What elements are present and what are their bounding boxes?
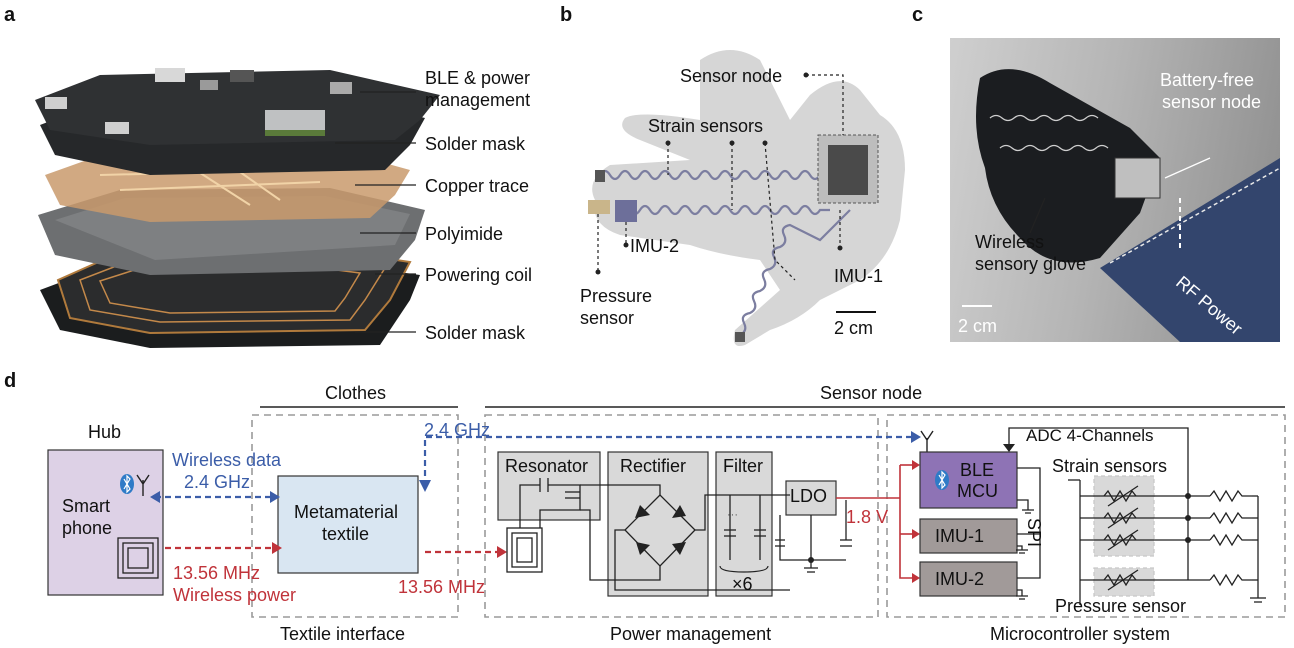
- group-textile-interface: [251, 414, 459, 618]
- caption-power-management: Power management: [610, 624, 772, 644]
- panel-label-a: a: [4, 4, 16, 26]
- antenna-icon-mcu: [920, 430, 934, 453]
- label-wireless-power: Wireless power: [173, 585, 297, 605]
- coil-icon-hub: [117, 537, 159, 579]
- strain-sensor-trace-3: [739, 209, 851, 336]
- scale-label-c: 2 cm: [958, 316, 998, 336]
- label-pressure-line1: Pressure: [580, 286, 653, 306]
- label-imu1: IMU-1: [834, 266, 883, 286]
- imu2-chip: [615, 200, 637, 222]
- metamaterial-box: [277, 475, 419, 574]
- resonator-box: [497, 451, 601, 521]
- label-adc: ADC 4-Channels: [1026, 426, 1154, 445]
- header-sensor-node: Sensor node: [820, 383, 923, 403]
- label-1-8v: 1.8 V: [846, 507, 889, 527]
- rectifier-box: [607, 451, 709, 597]
- label-pressure-sensor-d: Pressure sensor: [1055, 596, 1187, 616]
- label-smart-phone-line2: phone: [62, 518, 113, 538]
- label-battery-free-line1: Battery-free: [1160, 70, 1255, 90]
- label-mhz-left: 13.56 MHz: [173, 563, 261, 583]
- label-strain-sensors: Strain sensors: [648, 116, 764, 136]
- hub-box: [47, 449, 164, 596]
- scale-label-b: 2 cm: [834, 318, 874, 338]
- label-metamaterial-line1: Metamaterial: [294, 502, 399, 522]
- glove-shape: [976, 69, 1160, 263]
- battery-free-node: [1114, 157, 1161, 199]
- label-wireless-data: Wireless data: [172, 450, 282, 470]
- label-solder-mask-bottom: Solder mask: [425, 323, 526, 343]
- label-filter: Filter: [723, 456, 763, 476]
- panel-label-b: b: [560, 4, 573, 26]
- panel-label-c: c: [912, 4, 924, 26]
- label-ldo: LDO: [790, 486, 828, 506]
- label-imu2: IMU-2: [630, 236, 679, 256]
- label-strain-sensors-d: Strain sensors: [1052, 456, 1168, 476]
- label-rectifier: Rectifier: [620, 456, 687, 476]
- label-mhz-mid: 13.56 MHz: [398, 577, 486, 597]
- strain-sensor-trace-1: [599, 169, 830, 181]
- label-mcu: MCU: [957, 481, 998, 501]
- coil-icon-resonator: [506, 527, 543, 573]
- label-sensor-node: Sensor node: [680, 66, 783, 86]
- label-resonator: Resonator: [505, 456, 589, 476]
- caption-microcontroller-system: Microcontroller system: [990, 624, 1171, 644]
- pressure-chip: [588, 200, 610, 214]
- label-ghz-top: 2.4 GHz: [424, 420, 491, 440]
- label-pressure-line2: sensor: [580, 308, 635, 328]
- hand-silhouette: [592, 50, 905, 346]
- label-powering-coil: Powering coil: [425, 265, 533, 285]
- label-glove-line1: Wireless: [975, 232, 1045, 252]
- imu2-box: [919, 561, 1018, 597]
- caption-textile-interface: Textile interface: [280, 624, 406, 644]
- label-imu2-box: IMU-2: [935, 569, 984, 589]
- label-metamaterial-line2: textile: [322, 524, 370, 544]
- label-ble: BLE: [960, 460, 995, 480]
- label-ghz-left: 2.4 GHz: [184, 472, 251, 492]
- label-battery-free-line2: sensor node: [1162, 92, 1262, 112]
- glove-photo: [950, 38, 1280, 342]
- label-ble-power-line2: management: [425, 90, 531, 110]
- label-copper-trace: Copper trace: [425, 176, 530, 196]
- label-x6: ×6: [732, 574, 753, 594]
- svg-text:···: ···: [727, 509, 738, 521]
- label-hub: Hub: [88, 422, 122, 442]
- group-power-management: [484, 414, 879, 618]
- label-smart-phone-line1: Smart: [62, 496, 111, 516]
- glove-photo-drawing: [962, 69, 1280, 342]
- panel-label-d: d: [4, 370, 17, 392]
- header-clothes: Clothes: [325, 383, 387, 403]
- strain-sensor-group: [1093, 475, 1155, 557]
- label-glove-line2: sensory glove: [975, 254, 1087, 274]
- label-spi: SPI: [1024, 518, 1044, 548]
- strain-sensor-trace-2: [619, 204, 830, 216]
- label-polyimide: Polyimide: [425, 224, 504, 244]
- label-solder-mask-top: Solder mask: [425, 134, 526, 154]
- arm-sleeve: [1100, 158, 1280, 342]
- antenna-icon-hub: [136, 474, 150, 496]
- group-microcontroller: [886, 414, 1286, 618]
- imu1-box: [919, 518, 1018, 554]
- label-imu1-box: IMU-1: [935, 526, 984, 546]
- pressure-sensor-group: [1093, 567, 1155, 597]
- label-ble-power-line1: BLE & power: [425, 68, 531, 88]
